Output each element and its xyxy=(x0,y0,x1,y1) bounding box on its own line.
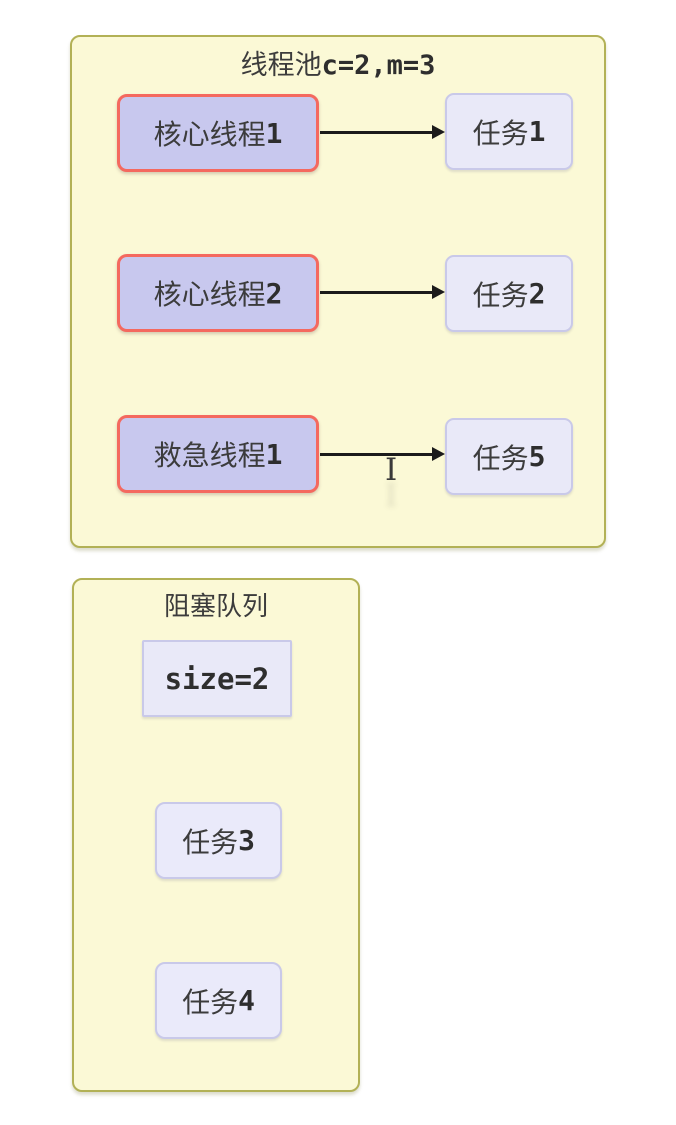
queue-size-node: size=2 xyxy=(142,640,292,717)
task-1-number: 1 xyxy=(528,115,546,148)
queue-size-label: size=2 xyxy=(164,661,270,696)
core-thread-1-number: 1 xyxy=(265,116,283,150)
task-2-number: 2 xyxy=(528,277,546,310)
emergency-thread-1-label: 救急线程 xyxy=(153,439,266,472)
arrow-head-icon xyxy=(432,285,445,299)
thread-pool-title-params: c=2,m=3 xyxy=(321,50,436,81)
core-thread-1-label: 核心线程 xyxy=(153,118,266,151)
thread-pool-title-text: 线程池 xyxy=(240,50,322,81)
arrow-emergency1-to-task5 xyxy=(320,447,445,461)
blocking-queue-title: 阻塞队列 xyxy=(74,586,358,623)
task-5-number: 5 xyxy=(528,440,546,473)
task-4-number: 4 xyxy=(238,984,255,1017)
arrow-core2-to-task2 xyxy=(320,285,445,299)
arrow-line xyxy=(320,453,433,456)
arrow-line xyxy=(320,131,433,134)
core-thread-2-number: 2 xyxy=(265,276,283,310)
task-1-label: 任务 xyxy=(472,116,529,150)
blocking-queue-title-text: 阻塞队列 xyxy=(163,592,268,622)
task-5-label: 任务 xyxy=(472,441,529,475)
arrow-head-icon xyxy=(432,125,445,139)
task-2-label: 任务 xyxy=(472,278,529,312)
core-thread-2-label: 核心线程 xyxy=(153,278,266,311)
arrow-line xyxy=(320,291,433,294)
task-3-label: 任务 xyxy=(182,825,239,859)
task-3-number: 3 xyxy=(238,824,255,857)
arrow-core1-to-task1 xyxy=(320,125,445,139)
emergency-thread-1-number: 1 xyxy=(265,437,283,471)
arrow-head-icon xyxy=(432,447,445,461)
thread-pool-title: 线程池c=2,m=3 xyxy=(72,43,604,82)
task-4-label: 任务 xyxy=(182,985,239,1019)
text-cursor-icon: I xyxy=(385,452,398,488)
